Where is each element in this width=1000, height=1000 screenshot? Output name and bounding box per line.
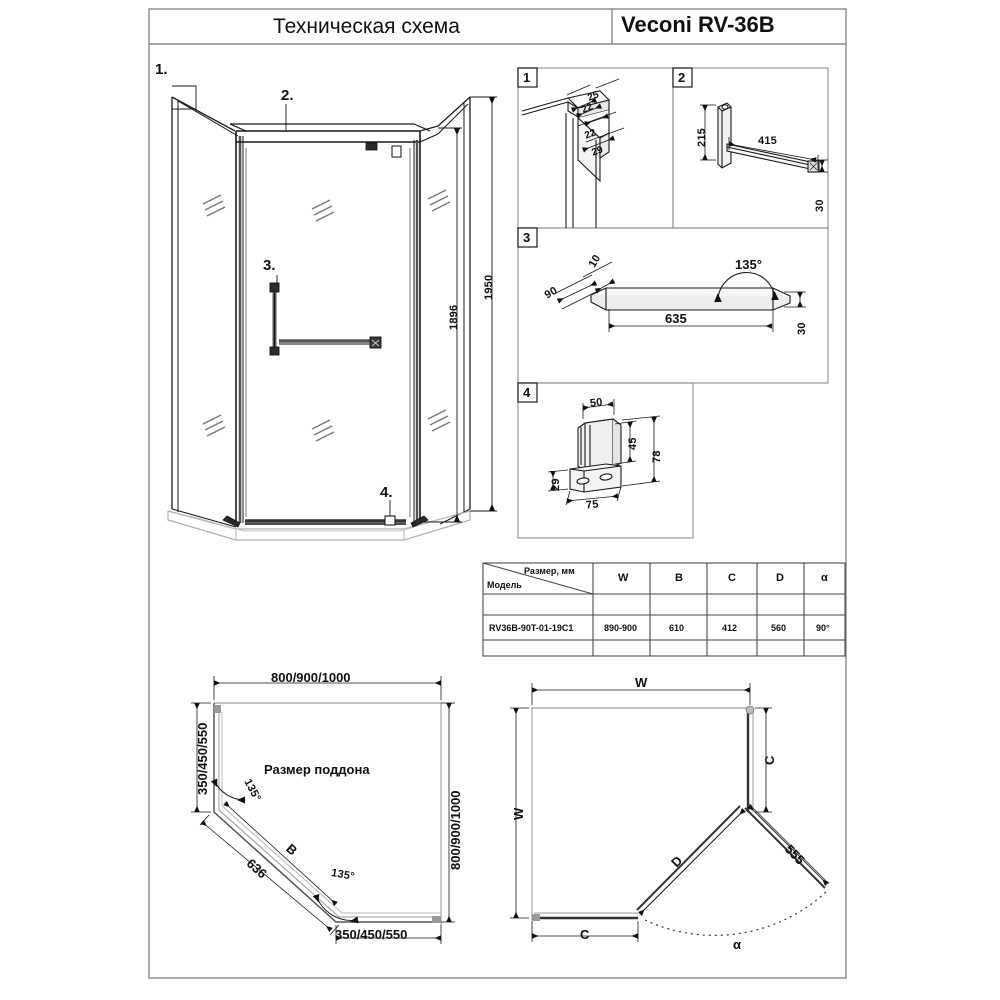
page-title: Техническая схема [273,15,460,38]
callout-4: 4. [380,484,393,501]
plan-right-top-dim: W [635,675,648,690]
callout-2: 2. [281,87,294,104]
table-row-d: 560 [771,623,787,633]
panel-3-angle-135: 135° [735,257,762,272]
table-col-w: W [618,572,629,584]
panel-2-number: 2 [678,70,686,85]
detail-panel-frames [517,67,829,539]
plan-right-left-dim: W [511,807,526,820]
plan-right-right-dim: C [762,755,777,765]
plan-left-note: Размер поддона [264,762,370,777]
plan-left-geometry [191,676,455,944]
plan-left-bottom-dim: 350/450/550 [335,927,408,942]
panel-2-dim-215: 215 [696,128,708,147]
panel-2-dim-30: 30 [814,199,826,212]
panel-4-dim-29: 29 [550,478,562,491]
panel-4-number: 4 [523,385,531,400]
panel-4-dim-78: 78 [651,450,663,463]
detail-panel-number-boxes [517,67,693,403]
dim-total-height: 1950 [483,274,495,300]
plan-left-side-dim: 350/450/550 [195,722,210,795]
panel-3-geometry [553,261,806,332]
panel-3-dim-635: 635 [665,311,687,326]
main-isometric-view [167,85,497,541]
panel-4-dim-45: 45 [627,437,639,450]
panel-4-dim-50: 50 [589,396,604,410]
panel-2-geometry [700,102,828,173]
table-corner-model-label: Модель [487,580,522,590]
panel-4-geometry [547,399,661,506]
callout-3: 3. [263,257,276,274]
callout-1: 1. [155,61,168,78]
plan-right-geometry [510,683,830,942]
table-col-b: B [675,572,683,584]
table-col-d: D [776,572,784,584]
table-row-alpha: 90° [816,623,830,633]
table-row-w: 890-900 [604,623,638,633]
panel-2-dim-415: 415 [758,135,777,147]
panel-4-dim-75: 75 [585,498,600,512]
panel-1-geometry [521,78,625,228]
table-col-c: C [728,572,736,584]
plan-left-right-dim: 800/900/1000 [448,790,463,870]
plan-left-top-dim: 800/900/1000 [271,670,351,685]
table-row-b: 610 [669,623,685,633]
table-corner-size-label: Размер, мм [524,566,575,576]
model-title: Veconi RV-36B [621,12,775,37]
plan-right-angle-label: α [733,937,741,952]
table-row-model: RV36B-90T-01-19C1 [489,623,574,633]
plan-right-bottom-dim: C [580,927,590,942]
sheet-border [148,8,847,979]
spec-table-grid [482,562,846,657]
dim-glass-height: 1896 [448,304,460,330]
panel-3-number: 3 [523,230,531,245]
panel-1-number: 1 [523,70,531,85]
panel-3-dim-30: 30 [796,322,808,335]
table-row-c: 412 [722,623,738,633]
table-col-alpha: α [821,572,828,584]
